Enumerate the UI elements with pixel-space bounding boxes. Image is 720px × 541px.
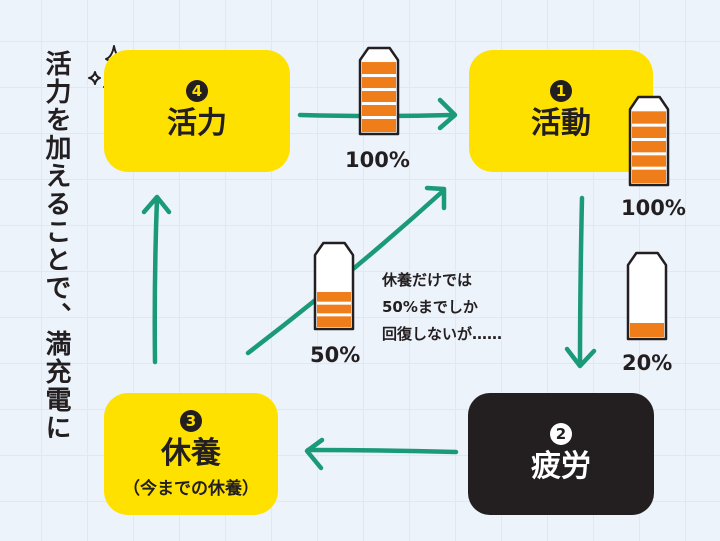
note-line: 休養だけでは — [382, 271, 473, 289]
note-line: 50%までしか — [382, 298, 478, 316]
battery-label-fatigue: 20% — [622, 351, 673, 375]
battery-icon-vitality-arrow — [358, 46, 400, 136]
step-sublabel: （今までの休養） — [123, 478, 259, 499]
sparkle-icon — [88, 71, 101, 85]
battery-stripe — [362, 74, 396, 78]
step-number: 3 — [180, 409, 202, 432]
battery-stripe — [632, 137, 666, 141]
annotation-note: 休養だけでは 50%までしか 回復しないが…… — [382, 267, 502, 348]
arrow-activity-to-fatigue — [564, 195, 597, 369]
battery-stripe — [632, 166, 666, 170]
battery-charge — [317, 292, 351, 327]
battery-stripe — [362, 102, 396, 106]
battery-stripe — [362, 116, 396, 120]
battery-stripe — [632, 123, 666, 127]
arrow-rest-to-vitality — [141, 194, 172, 365]
note-line: 回復しないが…… — [382, 325, 503, 343]
battery-stripe — [362, 88, 396, 92]
battery-label-100-top: 100% — [345, 148, 410, 172]
battery-stripe — [632, 152, 666, 156]
battery-charge — [632, 111, 666, 183]
battery-label-rest: 50% — [310, 343, 361, 367]
battery-label-activity: 100% — [621, 196, 686, 220]
step-label: 休養 — [161, 435, 221, 471]
step-number: 2 — [550, 423, 572, 445]
step-label: 活動 — [531, 106, 591, 141]
battery-charge — [630, 323, 664, 337]
step-label: 疲労 — [531, 449, 591, 484]
battery-icon-fatigue — [626, 251, 668, 341]
battery-charge — [362, 62, 396, 132]
battery-stripe — [317, 301, 351, 305]
step-label: 活力 — [167, 106, 227, 141]
step-vitality: 4 活力 — [104, 50, 290, 172]
step-rest: 3 休養 （今までの休養） — [104, 393, 278, 515]
battery-stripe — [317, 313, 351, 317]
step-activity: 1 活動 — [469, 50, 653, 172]
step-fatigue: 2 疲労 — [468, 393, 654, 515]
step-number: 1 — [550, 80, 572, 102]
battery-icon-rest — [313, 241, 355, 331]
step-number: 4 — [186, 80, 208, 102]
arrow-fatigue-to-rest — [304, 437, 459, 471]
battery-icon-activity — [628, 95, 670, 187]
side-caption: 活力を加えることで、満充電に — [41, 50, 71, 442]
